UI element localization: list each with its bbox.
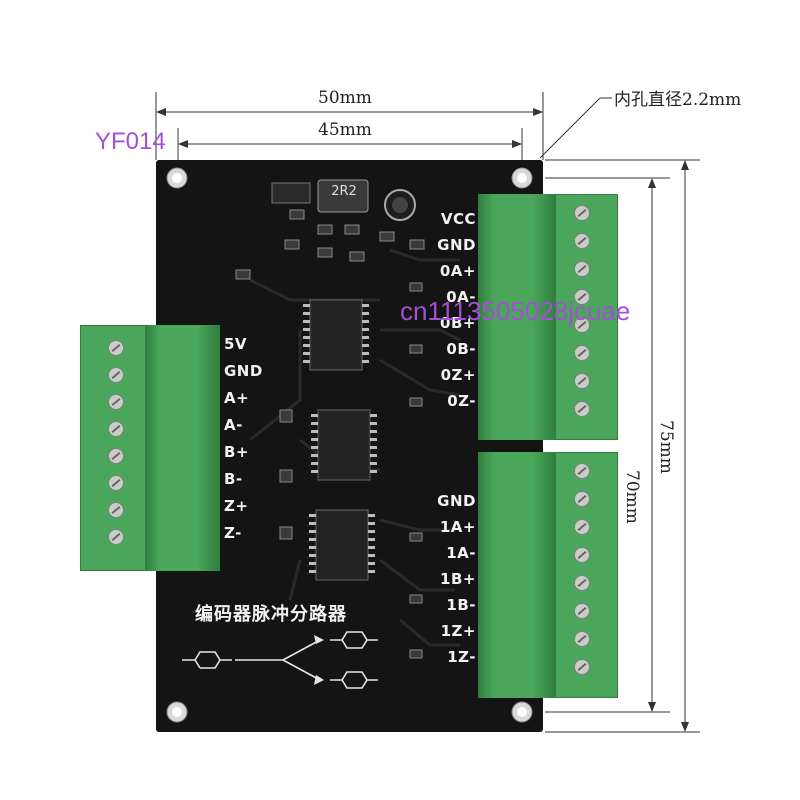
terminal-screw[interactable]: [574, 519, 590, 535]
inductor-label: 2R2: [331, 184, 357, 199]
board-title: 编码器脉冲分路器: [195, 604, 347, 625]
terminal-screw[interactable]: [574, 575, 590, 591]
terminal-screw[interactable]: [574, 603, 590, 619]
right-top-label: 0Z+: [440, 366, 476, 384]
right-top-label: 0A-: [446, 288, 476, 306]
right-top-label: VCC: [440, 210, 476, 228]
terminal-screw[interactable]: [108, 448, 124, 464]
right-top-label: 0B-: [446, 340, 476, 358]
right-top-label: 0Z-: [447, 392, 476, 410]
right-bottom-label: 1Z-: [447, 648, 476, 666]
terminal-screw[interactable]: [108, 340, 124, 356]
width-outer-label: 50mm: [318, 88, 372, 108]
terminal-screw[interactable]: [108, 394, 124, 410]
left-label: GND: [224, 362, 263, 380]
right-bottom-label: GND: [437, 492, 476, 510]
right-bottom-label: 1A-: [446, 544, 476, 562]
terminal-screw[interactable]: [574, 205, 590, 221]
terminal-screw[interactable]: [108, 421, 124, 437]
model-watermark: YF014: [95, 128, 166, 155]
terminal-screw[interactable]: [574, 401, 590, 417]
left-label: 5V: [224, 335, 248, 353]
terminal-screw[interactable]: [574, 463, 590, 479]
terminal-screw[interactable]: [574, 491, 590, 507]
right-top-terminal-block-housing: [478, 194, 556, 440]
shop-watermark: cn1113505028jcuae: [400, 296, 631, 326]
terminal-screw[interactable]: [574, 345, 590, 361]
left-terminal-block-housing: [145, 325, 220, 571]
right-top-label: 0B+: [440, 314, 476, 332]
left-label-group: 5V GND A+ A- B+ B- Z+ Z-: [224, 335, 263, 551]
terminal-screw[interactable]: [574, 659, 590, 675]
terminal-screw[interactable]: [108, 367, 124, 383]
hole-diameter-label: 内孔直径2.2mm: [614, 90, 742, 110]
terminal-screw[interactable]: [574, 631, 590, 647]
left-label: A+: [224, 389, 250, 407]
terminal-screw[interactable]: [574, 373, 590, 389]
right-bottom-label: 1B-: [446, 596, 476, 614]
right-top-label: GND: [437, 236, 476, 254]
terminal-screw[interactable]: [108, 529, 124, 545]
terminal-screw[interactable]: [108, 475, 124, 491]
right-bottom-label-group: GND 1A+ 1A- 1B+ 1B- 1Z+ 1Z-: [436, 492, 476, 674]
terminal-screw[interactable]: [574, 289, 590, 305]
right-bottom-label: 1Z+: [440, 622, 476, 640]
terminal-screw[interactable]: [574, 547, 590, 563]
right-bottom-label: 1A+: [439, 518, 476, 536]
width-inner-label: 45mm: [318, 120, 372, 140]
terminal-screw[interactable]: [574, 317, 590, 333]
left-label: B-: [224, 470, 243, 488]
terminal-screw[interactable]: [574, 261, 590, 277]
terminal-screw[interactable]: [574, 233, 590, 249]
right-bottom-terminal-block-housing: [478, 452, 556, 698]
terminal-screw[interactable]: [108, 502, 124, 518]
left-label: Z-: [224, 524, 242, 542]
right-top-label: 0A+: [439, 262, 476, 280]
left-label: B+: [224, 443, 250, 461]
right-bottom-label: 1B+: [440, 570, 476, 588]
left-label: A-: [224, 416, 243, 434]
right-top-label-group: VCC GND 0A+ 0A- 0B+ 0B- 0Z+ 0Z-: [436, 210, 476, 418]
left-label: Z+: [224, 497, 249, 515]
